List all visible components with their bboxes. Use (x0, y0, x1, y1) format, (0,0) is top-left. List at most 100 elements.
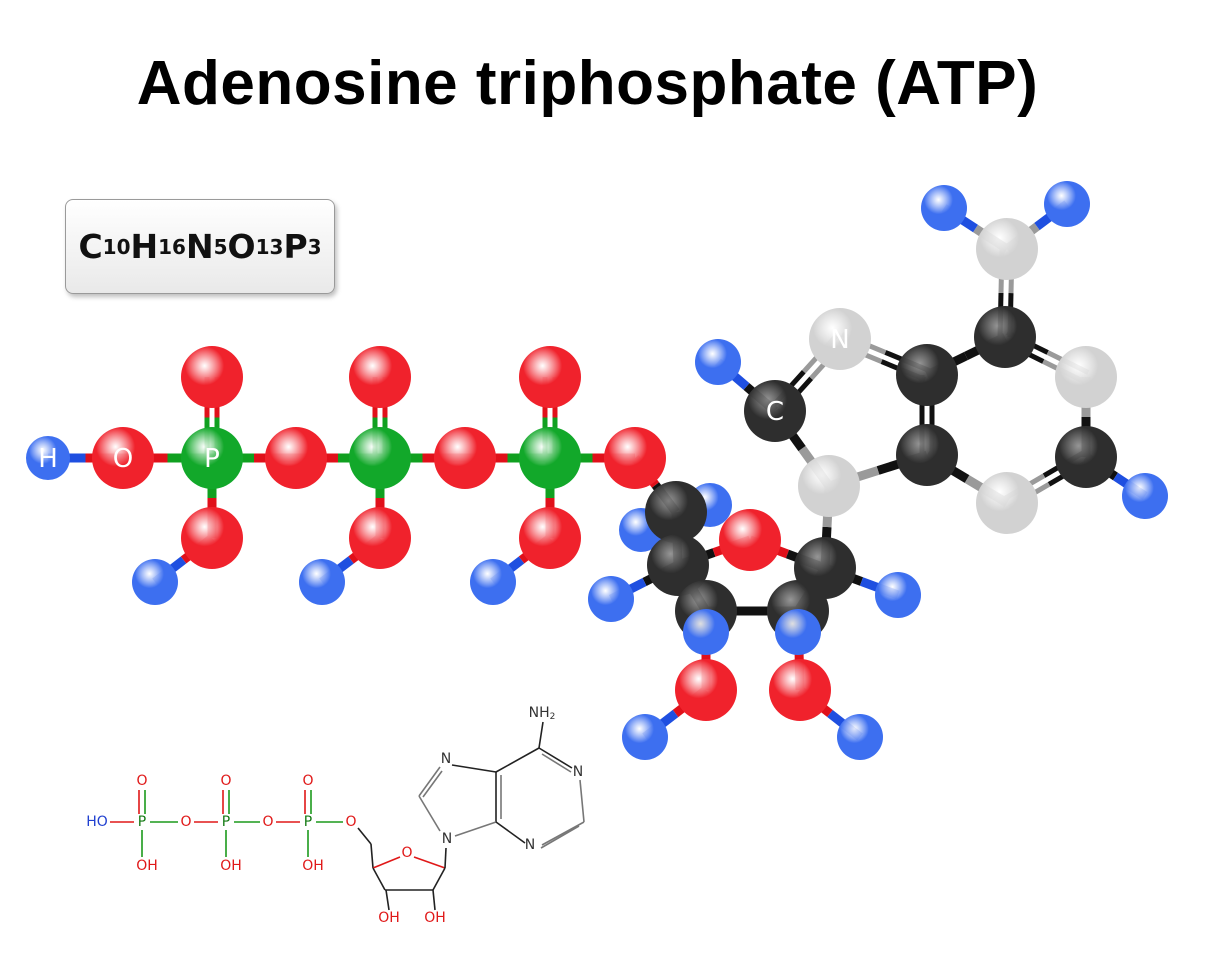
formula-element: C (78, 227, 103, 266)
nitrogen-atom (976, 472, 1038, 534)
hydrogen-atom (837, 714, 883, 760)
label-o: O (345, 814, 356, 830)
skeletal-bond (541, 753, 572, 773)
hydrogen-atom (299, 559, 345, 605)
oxygen-atom (265, 427, 327, 489)
label-oh: OH (302, 858, 324, 874)
label-o-double: O (136, 773, 147, 789)
label-o-double: O (302, 773, 313, 789)
formula-element: H (130, 227, 159, 266)
skeletal-bond (541, 821, 585, 846)
hydrogen-atom (588, 576, 634, 622)
label-o: O (180, 814, 191, 830)
label-oh: OH (378, 910, 400, 926)
formula-count: 13 (255, 234, 284, 259)
skeletal-bond (540, 825, 580, 849)
phosphorus-atom (519, 427, 581, 489)
skeletal-bond (372, 856, 401, 869)
label-ring-o: O (401, 845, 412, 861)
phosphorus-atom-label: P (204, 444, 220, 474)
formula-count: 16 (158, 234, 186, 259)
skeletal-bond (579, 779, 585, 823)
formula-element: P (283, 227, 308, 266)
carbon-atom (896, 344, 958, 406)
oxygen-atom (349, 346, 411, 408)
skeletal-bonds (110, 721, 585, 911)
oxygen-atom-label: O (113, 444, 133, 474)
label-p: P (304, 814, 312, 830)
hydrogen-atom (1122, 473, 1168, 519)
oxygen-atom (519, 346, 581, 408)
skeletal-labels: HO P O P O P O O O O OH OH OH O OH OH N … (86, 705, 583, 926)
oxygen-atom (434, 427, 496, 489)
label-p: P (138, 814, 146, 830)
hydrogen-atom (132, 559, 178, 605)
carbon-atom (744, 380, 806, 442)
label-n9: N (442, 831, 452, 847)
nitrogen-atom (1055, 346, 1117, 408)
label-n1: N (573, 764, 583, 780)
formula-count: 5 (213, 234, 228, 259)
hydrogen-atom (695, 339, 741, 385)
oxygen-atom (604, 427, 666, 489)
hydrogen-atom (921, 185, 967, 231)
oxygen-atom (719, 509, 781, 571)
oxygen-atom (181, 507, 243, 569)
label-n3: N (525, 837, 535, 853)
nitrogen-atom (798, 455, 860, 517)
nitrogen-atom (809, 308, 871, 370)
label-p: P (222, 814, 230, 830)
oxygen-atom (181, 346, 243, 408)
oxygen-atom (349, 507, 411, 569)
formula-count: 10 (102, 234, 131, 259)
hydrogen-atom (1044, 181, 1090, 227)
hydrogen-atom (875, 572, 921, 618)
skeletal-bond (385, 889, 390, 911)
nitrogen-atom (976, 218, 1038, 280)
carbon-atom (1055, 426, 1117, 488)
formula-element: O (227, 227, 256, 266)
oxygen-atom (769, 659, 831, 721)
hydrogen-atom (26, 436, 70, 480)
oxygen-atom (675, 659, 737, 721)
hydrogen-atom (775, 609, 821, 655)
formula-count: 3 (307, 234, 322, 259)
phosphorus-atom (181, 427, 243, 489)
skeletal-bond (357, 827, 372, 845)
skeletal-bond (413, 856, 446, 869)
skeletal-bond (418, 795, 441, 832)
phosphorus-atom (349, 427, 411, 489)
skeletal-bond (432, 889, 436, 911)
carbon-atom (896, 424, 958, 486)
label-o-double: O (220, 773, 231, 789)
carbon-atom (645, 481, 707, 543)
label-oh: OH (424, 910, 446, 926)
oxygen-atom (519, 507, 581, 569)
skeletal-bond (495, 747, 540, 773)
oxygen-atom (92, 427, 154, 489)
label-oh: OH (136, 858, 158, 874)
skeletal-bond (538, 747, 573, 769)
carbon-atom (974, 306, 1036, 368)
page-title: Adenosine triphosphate (ATP) (136, 49, 1039, 118)
hydrogen-atom-label: H (38, 444, 58, 474)
skeletal-bond (372, 867, 386, 891)
formula-element: N (185, 227, 214, 266)
skeletal-bond (418, 766, 441, 797)
label-ho: HO (86, 814, 108, 830)
label-n7: N (441, 751, 451, 767)
nh2-subscript: 2 (550, 712, 556, 722)
carbon-atom-label: C (766, 397, 784, 427)
hydrogen-atom (622, 714, 668, 760)
carbon-atom (647, 534, 709, 596)
skeletal-bond (422, 770, 443, 798)
label-nh2: NH2 (529, 705, 556, 722)
skeletal-bond (451, 764, 497, 773)
label-oh: OH (220, 858, 242, 874)
skeletal-bond (444, 847, 447, 869)
